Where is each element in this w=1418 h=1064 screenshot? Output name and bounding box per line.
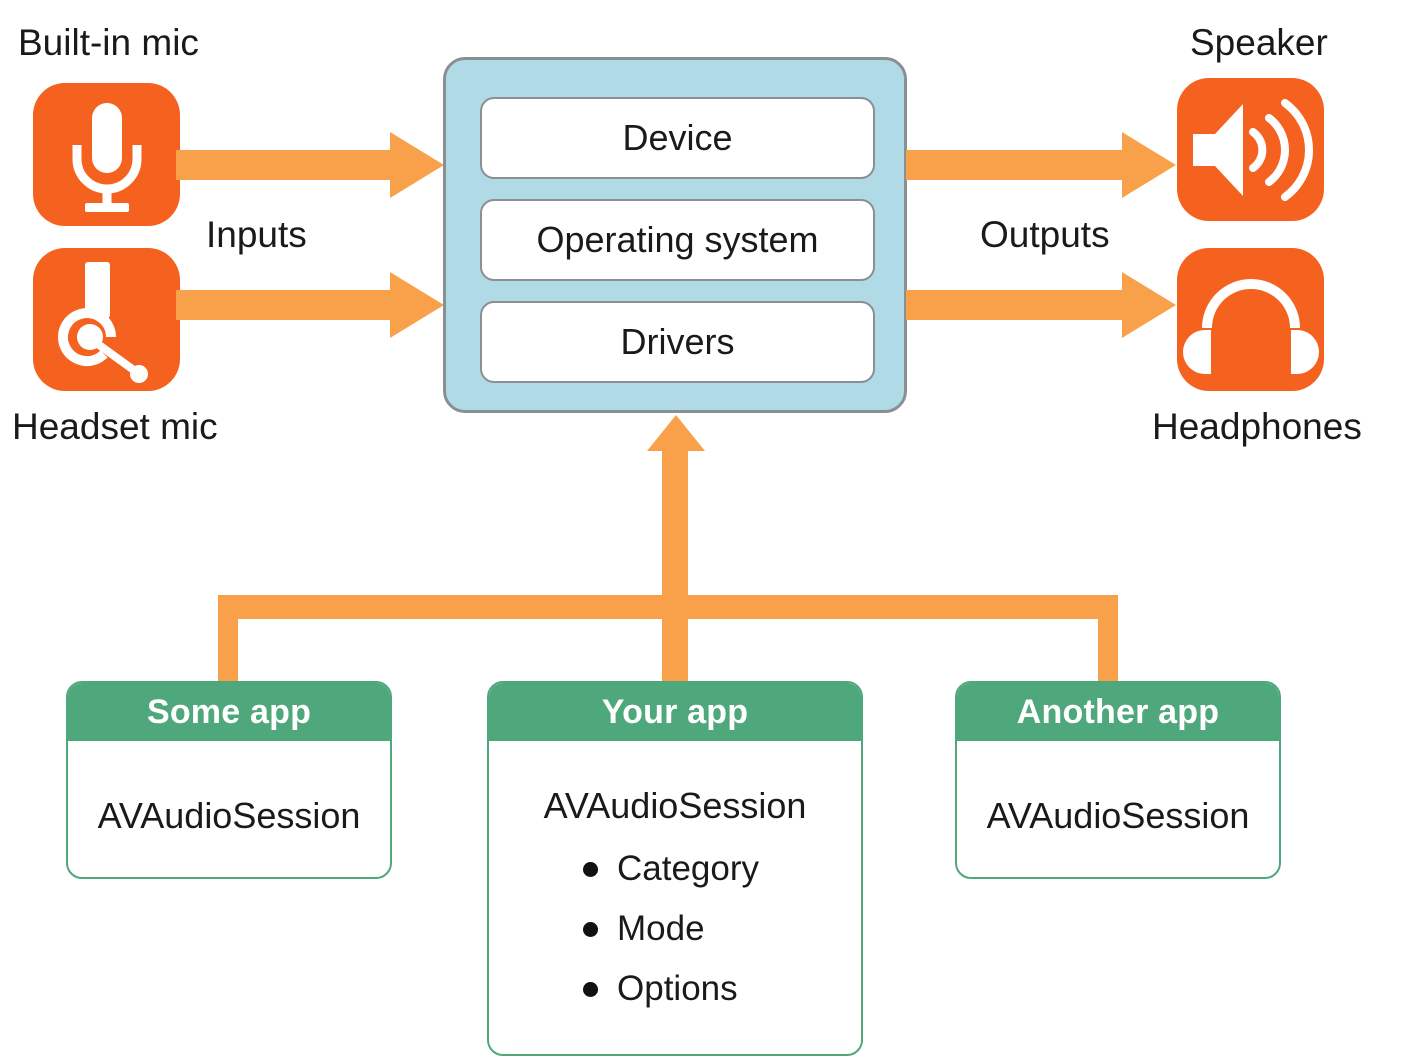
- bullet-icon: [583, 982, 598, 997]
- app-card-title: Your app: [489, 683, 861, 741]
- app-api-label: AVAudioSession: [97, 795, 361, 836]
- app-card-some-app[interactable]: Some app AVAudioSession: [66, 681, 392, 879]
- list-item: Options: [583, 969, 861, 1009]
- speaker-tile: [1177, 78, 1324, 221]
- apps-to-system-arrowhead: [647, 415, 705, 451]
- connector-branch-center: [662, 595, 688, 690]
- built-in-mic-label: Built-in mic: [18, 22, 199, 63]
- outputs-flow-label: Outputs: [980, 214, 1110, 255]
- input-arrow-headset-mic: [176, 272, 444, 338]
- list-item-label: Mode: [617, 909, 705, 948]
- output-arrow-headphones: [906, 272, 1176, 338]
- system-layer-drivers: Drivers: [480, 301, 875, 383]
- app-card-body: AVAudioSession: [957, 741, 1279, 837]
- speaker-waves-icon: [1193, 99, 1314, 201]
- headphones-icon: [1183, 279, 1319, 374]
- headset-mic-label: Headset mic: [12, 406, 218, 447]
- list-item: Mode: [583, 909, 861, 949]
- app-card-your-app[interactable]: Your app AVAudioSession Category Mode Op…: [487, 681, 863, 1056]
- connector-vertical-main: [662, 448, 688, 618]
- app-api-label: AVAudioSession: [986, 795, 1250, 836]
- headset-mic-icon: [58, 262, 148, 383]
- app-card-another-app[interactable]: Another app AVAudioSession: [955, 681, 1281, 879]
- app-card-title: Another app: [957, 683, 1279, 741]
- connector-branch-left: [218, 595, 238, 690]
- microphone-icon: [72, 103, 142, 212]
- list-item: Category: [583, 849, 861, 889]
- app-card-body: AVAudioSession Category Mode Options: [489, 741, 861, 1009]
- list-item-label: Options: [617, 969, 738, 1008]
- system-stack-container: Device Operating system Drivers: [443, 57, 907, 413]
- list-item-label: Category: [617, 849, 760, 888]
- headset-mic-tile: [33, 248, 180, 391]
- app-card-title: Some app: [68, 683, 390, 741]
- app-options-list: Category Mode Options: [489, 849, 861, 1009]
- system-layer-operating-system: Operating system: [480, 199, 875, 281]
- output-arrow-speaker: [906, 132, 1176, 198]
- bullet-icon: [583, 922, 598, 937]
- connector-branch-right: [1098, 595, 1118, 690]
- input-arrow-built-in-mic: [176, 132, 444, 198]
- system-layer-device: Device: [480, 97, 875, 179]
- inputs-flow-label: Inputs: [206, 214, 307, 255]
- app-api-label: AVAudioSession: [543, 785, 807, 826]
- built-in-mic-tile: [33, 83, 180, 226]
- bullet-icon: [583, 862, 598, 877]
- app-card-body: AVAudioSession: [68, 741, 390, 837]
- headphones-tile: [1177, 248, 1324, 391]
- speaker-label: Speaker: [1190, 22, 1328, 63]
- headphones-label: Headphones: [1152, 406, 1362, 447]
